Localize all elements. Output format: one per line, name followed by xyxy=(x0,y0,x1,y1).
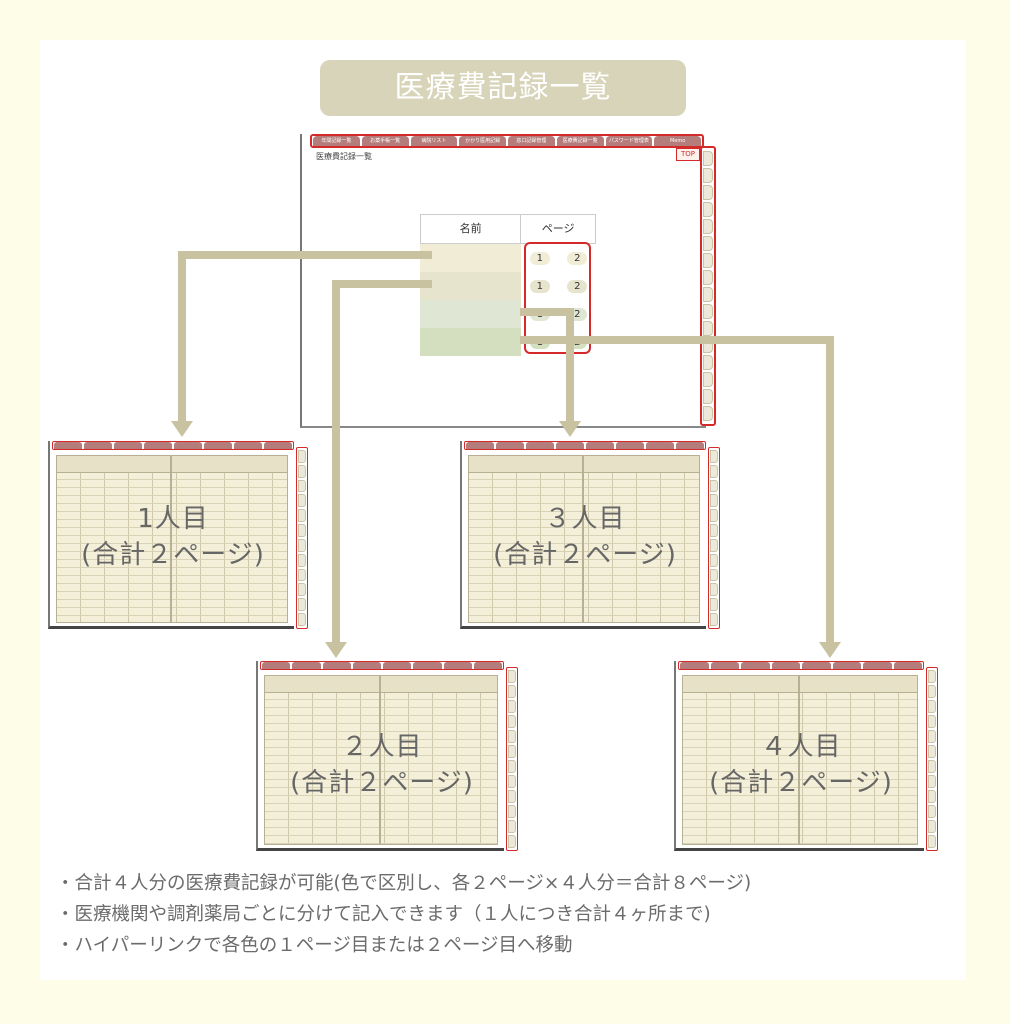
thumb-side-tabs xyxy=(296,447,308,629)
person-3-page-preview: ３人目 (合計２ページ) xyxy=(460,441,720,629)
feature-notes: ・合計４人分の医療費記録が可能(色で区別し、各２ページ×４人分＝合計８ページ) … xyxy=(56,868,751,961)
record-grid xyxy=(56,455,288,623)
page-link-button[interactable]: 2 xyxy=(567,279,588,293)
index-subtitle: 医療費記録一覧 xyxy=(316,152,372,161)
index-tab[interactable]: Memo xyxy=(654,136,701,146)
record-grid xyxy=(682,675,918,845)
side-tab[interactable] xyxy=(703,287,713,302)
connector xyxy=(178,251,186,421)
side-tab[interactable] xyxy=(703,236,713,251)
side-tab[interactable] xyxy=(703,321,713,336)
person-1-page-preview: 1人目 (合計２ページ) xyxy=(48,441,308,629)
record-grid xyxy=(468,455,700,623)
connector xyxy=(178,251,432,259)
person-label: ３人目 xyxy=(544,504,626,534)
thumb-side-tabs xyxy=(708,447,720,629)
side-tab[interactable] xyxy=(703,219,713,234)
person-label: ４人目 xyxy=(760,732,842,762)
page-count-label: (合計２ページ) xyxy=(493,540,677,570)
side-tab[interactable] xyxy=(703,168,713,183)
side-tab[interactable] xyxy=(703,389,713,404)
index-tab[interactable]: かかり医用記録 xyxy=(459,136,506,146)
connector xyxy=(566,308,574,421)
arrow-to-person-3 xyxy=(559,421,581,437)
index-table: 名前 ページ 12121212 xyxy=(420,214,596,356)
side-tab[interactable] xyxy=(703,406,713,421)
index-side-tabs xyxy=(700,146,716,426)
side-tab[interactable] xyxy=(703,253,713,268)
name-column-header: 名前 xyxy=(459,222,482,235)
arrow-to-person-4 xyxy=(819,642,841,658)
index-tab[interactable]: お薬手帳一覧 xyxy=(361,136,409,146)
index-tab-strip: 年間記録一覧 お薬手帳一覧 病院リスト かかり医用記録 窓口記録管理 医療費記録… xyxy=(310,134,704,148)
thumb-side-tabs xyxy=(506,667,518,851)
top-link[interactable]: TOP xyxy=(676,148,700,161)
connector xyxy=(520,336,834,344)
record-grid xyxy=(264,675,498,845)
connector xyxy=(332,280,340,642)
page-links-highlight xyxy=(524,242,591,354)
thumb-tab-strip xyxy=(678,661,924,670)
person-2-page-preview: ２人目 (合計２ページ) xyxy=(256,661,518,851)
person-name-cell xyxy=(420,272,521,300)
thumb-tab-strip xyxy=(52,441,294,450)
person-name-cell xyxy=(420,328,521,356)
connector xyxy=(520,308,574,316)
side-tab[interactable] xyxy=(703,185,713,200)
connector xyxy=(826,336,834,642)
thumb-tab-strip xyxy=(260,661,504,670)
side-tab[interactable] xyxy=(703,372,713,387)
arrow-to-person-2 xyxy=(325,642,347,658)
side-tab[interactable] xyxy=(703,355,713,370)
note-item: ・合計４人分の医療費記録が可能(色で区別し、各２ページ×４人分＝合計８ページ) xyxy=(56,873,752,894)
index-tab[interactable]: 年間記録一覧 xyxy=(313,136,360,146)
page-title: 医療費記録一覧 xyxy=(320,60,686,116)
page-count-label: (合計２ページ) xyxy=(290,768,474,798)
side-tab[interactable] xyxy=(703,270,713,285)
index-tab[interactable]: 医療費記録一覧 xyxy=(556,136,604,146)
person-name-cell xyxy=(420,244,521,272)
thumb-side-tabs xyxy=(926,667,938,851)
page-count-label: (合計２ページ) xyxy=(709,768,893,798)
note-item: ・ハイパーリンクで各色の１ページ目または２ページ目へ移動 xyxy=(56,935,573,956)
page-link-button[interactable]: 1 xyxy=(529,279,550,293)
page-link-button[interactable]: 1 xyxy=(529,251,550,265)
page-link-button[interactable]: 2 xyxy=(567,251,588,265)
side-tab[interactable] xyxy=(703,151,713,166)
note-item: ・医療機関や調剤薬局ごとに分けて記入できます（１人につき合計４ヶ所まで) xyxy=(56,904,711,925)
person-4-page-preview: ４人目 (合計２ページ) xyxy=(674,661,938,851)
person-label: ２人目 xyxy=(341,732,423,762)
index-tab[interactable]: 病院リスト xyxy=(410,136,458,146)
page-column-header: ページ xyxy=(520,215,595,243)
person-label: 1人目 xyxy=(137,504,209,534)
index-tab[interactable]: 窓口記録管理 xyxy=(508,136,555,146)
arrow-to-person-1 xyxy=(171,421,193,437)
connector xyxy=(332,280,432,288)
index-tab[interactable]: パスワード管理表 xyxy=(605,136,653,146)
side-tab[interactable] xyxy=(703,304,713,319)
side-tab[interactable] xyxy=(703,202,713,217)
page-count-label: (合計２ページ) xyxy=(81,540,265,570)
person-name-cell xyxy=(420,300,521,328)
thumb-tab-strip xyxy=(464,441,706,450)
index-table-header: 名前 ページ xyxy=(420,214,596,244)
